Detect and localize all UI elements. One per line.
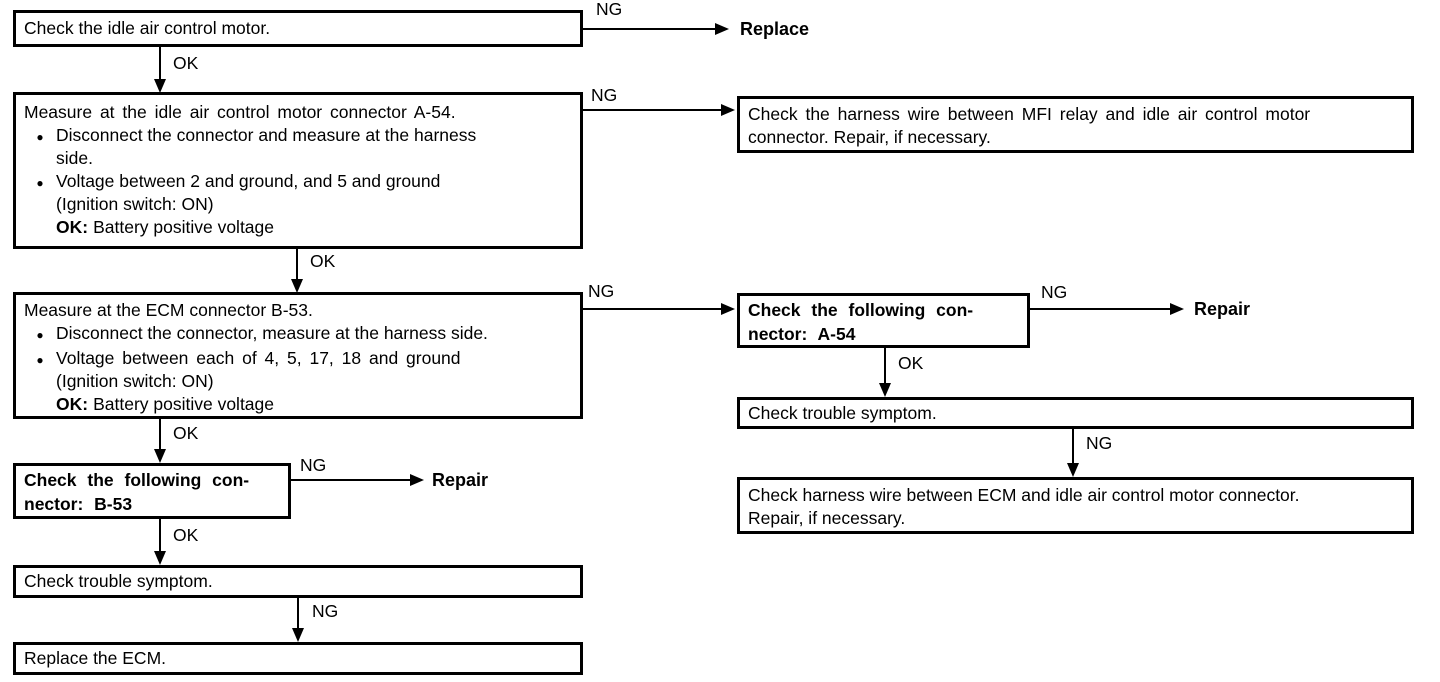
- arrowhead-down-icon: [292, 628, 304, 642]
- arrowhead-down-icon: [154, 79, 166, 93]
- terminal-replace: Replace: [740, 19, 810, 39]
- ng-label: NG: [1086, 433, 1113, 453]
- bullet-line: Disconnect the connector and measure at …: [56, 125, 477, 145]
- box-measure-iac-connector-a54: Measure at the idle air control motor co…: [13, 92, 583, 249]
- arrow-line-ok-step3: [159, 419, 161, 450]
- ok-label: OK: [898, 353, 924, 373]
- terminal-repair-left: Repair: [432, 470, 489, 490]
- ng-label: NG: [300, 455, 327, 475]
- bullet-line: side.: [56, 148, 93, 168]
- bullet-icon: [24, 322, 56, 347]
- box-text: Replace the ECM.: [24, 648, 167, 668]
- box-replace-ecm: Replace the ECM.: [13, 642, 583, 675]
- arrowhead-right-icon: [1170, 303, 1184, 315]
- ng-label: NG: [312, 601, 339, 621]
- ok-result-label: OK:: [56, 394, 89, 414]
- box-title: Measure at the idle air control motor co…: [24, 102, 456, 122]
- arrow-line-ng-step1: [583, 28, 716, 30]
- box-check-harness-mfi-relay: Check the harness wire between MFI relay…: [737, 96, 1414, 153]
- arrow-line-ng-trouble-right: [1072, 429, 1074, 464]
- arrow-line-ok-a54: [884, 348, 886, 384]
- ok-result-text: Battery positive voltage: [93, 394, 275, 414]
- arrowhead-down-icon: [291, 279, 303, 293]
- box-check-trouble-symptom-left: Check trouble symptom.: [13, 565, 583, 598]
- arrowhead-down-icon: [1067, 463, 1079, 477]
- bullet-icon: [24, 347, 56, 416]
- bullet-item: Voltage between each of 4, 5, 17, 18 and…: [24, 347, 572, 416]
- arrow-line-ng-trouble-left: [297, 598, 299, 629]
- arrow-line-ng-step3: [583, 308, 722, 310]
- ok-result-line: OK:Battery positive voltage: [56, 393, 572, 416]
- terminal-repair-top: Repair: [1194, 299, 1251, 319]
- bullet-item: Disconnect the connector and measure at …: [24, 124, 572, 170]
- arrowhead-right-icon: [721, 303, 735, 315]
- arrow-line-ng-a54: [1030, 308, 1171, 310]
- box-line: nector: A-54: [748, 324, 856, 344]
- box-check-idle-air-control-motor: Check the idle air control motor.: [13, 10, 583, 47]
- box-title: Measure at the ECM connector B-53.: [24, 300, 313, 320]
- arrow-line-ok-step2: [296, 249, 298, 280]
- ok-label: OK: [173, 53, 199, 73]
- box-text: Check trouble symptom.: [748, 402, 937, 423]
- box-line: nector: B-53: [24, 494, 133, 514]
- arrowhead-down-icon: [154, 551, 166, 565]
- ok-result-text: Battery positive voltage: [93, 217, 275, 237]
- bullet-line: (Ignition switch: ON): [56, 194, 214, 214]
- arrowhead-down-icon: [879, 383, 891, 397]
- box-text: Check trouble symptom.: [24, 571, 213, 591]
- ng-label: NG: [591, 85, 618, 105]
- arrowhead-down-icon: [154, 449, 166, 463]
- ng-label: NG: [596, 0, 623, 19]
- bullet-line: Voltage between each of 4, 5, 17, 18 and…: [56, 348, 461, 368]
- bullet-icon: [24, 170, 56, 239]
- box-check-trouble-symptom-right: Check trouble symptom.: [737, 397, 1414, 429]
- bullet-line: Disconnect the connector, measure at the…: [56, 323, 488, 343]
- bullet-item: Disconnect the connector, measure at the…: [24, 322, 572, 347]
- box-line: Check the following con-: [748, 300, 974, 320]
- arrow-line-ng-step2: [583, 109, 722, 111]
- bullet-line: (Ignition switch: ON): [56, 371, 214, 391]
- ok-label: OK: [173, 423, 199, 443]
- bullet-line: Voltage between 2 and ground, and 5 and …: [56, 171, 441, 191]
- arrow-line-ok-b53: [159, 519, 161, 552]
- ok-result-label: OK:: [56, 217, 89, 237]
- box-measure-ecm-connector-b53: Measure at the ECM connector B-53. Disco…: [13, 292, 583, 419]
- ok-result-line: OK:Battery positive voltage: [56, 216, 572, 239]
- arrowhead-right-icon: [410, 474, 424, 486]
- box-check-connector-a54: Check the following con- nector: A-54: [737, 293, 1030, 348]
- arrowhead-right-icon: [721, 104, 735, 116]
- ok-label: OK: [310, 251, 336, 271]
- ng-label: NG: [1041, 282, 1068, 302]
- arrow-line-ng-b53: [291, 479, 411, 481]
- box-check-connector-b53: Check the following con- nector: B-53: [13, 463, 291, 519]
- box-line: connector. Repair, if necessary.: [748, 127, 991, 147]
- arrowhead-right-icon: [715, 23, 729, 35]
- bullet-item: Voltage between 2 and ground, and 5 and …: [24, 170, 572, 239]
- box-line: Repair, if necessary.: [748, 508, 906, 528]
- ok-label: OK: [173, 525, 199, 545]
- arrow-line-ok-step1: [159, 47, 161, 80]
- bullet-icon: [24, 124, 56, 170]
- box-check-harness-ecm: Check harness wire between ECM and idle …: [737, 477, 1414, 534]
- box-line: Check harness wire between ECM and idle …: [748, 485, 1300, 505]
- box-text: Check the idle air control motor.: [24, 18, 271, 38]
- ng-label: NG: [588, 281, 615, 301]
- box-line: Check the harness wire between MFI relay…: [748, 104, 1311, 124]
- box-line: Check the following con-: [24, 470, 250, 490]
